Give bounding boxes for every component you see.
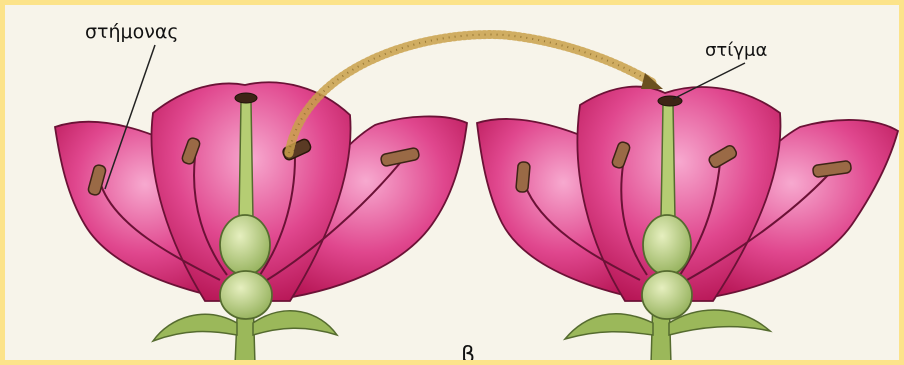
left-ovary-upper (220, 215, 270, 275)
panel-label: β (461, 343, 475, 365)
left-flower (55, 82, 467, 365)
left-style (239, 101, 253, 220)
left-leaf-left (153, 314, 237, 341)
left-leaf-right (253, 311, 337, 335)
right-ovary-lower (642, 271, 692, 319)
pollination-diagram (5, 5, 904, 365)
right-flower (477, 87, 898, 365)
left-ovary-lower (220, 271, 272, 319)
right-ovary-upper (643, 215, 691, 275)
right-anther-1 (516, 162, 531, 193)
right-style (661, 103, 675, 220)
stigma-label: στίγμα (705, 40, 767, 61)
right-leaf-right (669, 310, 770, 335)
right-leaf-left (565, 314, 653, 339)
stamen-label: στήμονας (85, 21, 179, 43)
left-stigma (235, 93, 257, 103)
right-stigma (658, 96, 682, 106)
